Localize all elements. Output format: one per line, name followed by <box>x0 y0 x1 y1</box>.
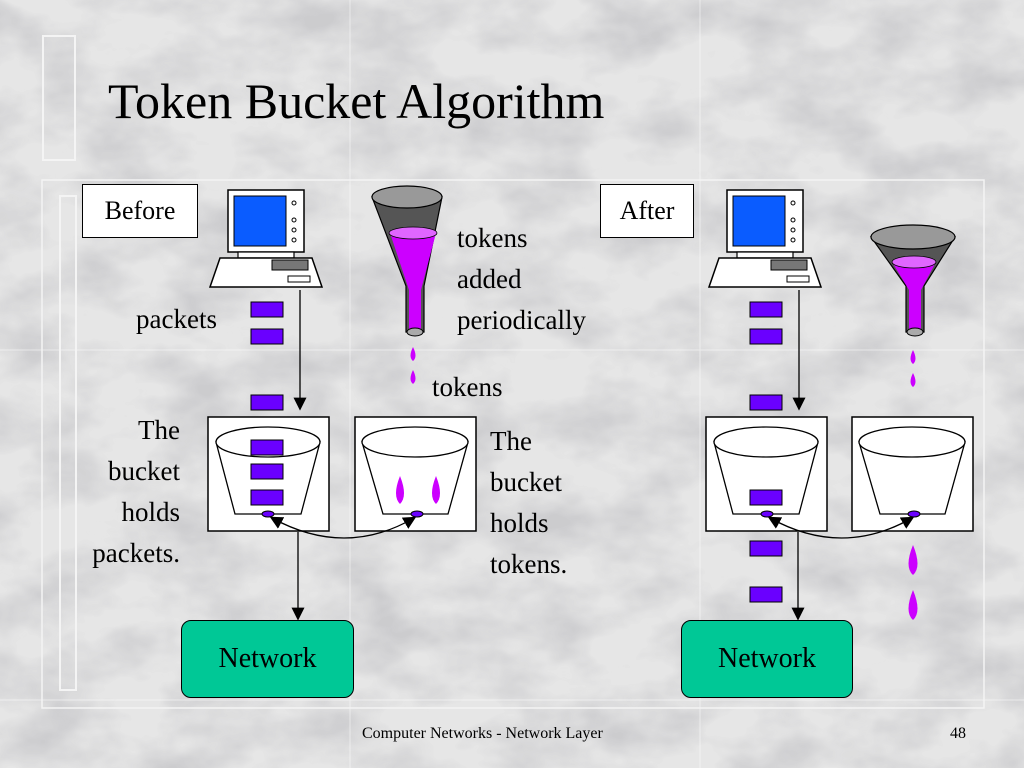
tokens-consumed-after <box>908 545 918 620</box>
packet <box>749 394 783 411</box>
network-box-before: Network <box>181 620 354 698</box>
token-bucket-before <box>361 426 469 518</box>
packet <box>250 301 284 318</box>
packet-queue-before <box>250 301 284 411</box>
packet <box>749 540 783 557</box>
token-funnel-icon-after <box>869 224 957 387</box>
packet-bucket-after <box>713 426 819 518</box>
after-label: After <box>600 184 694 238</box>
tokens-label: tokens <box>432 372 503 402</box>
footer-text: Computer Networks - Network Layer <box>362 725 603 742</box>
token <box>396 476 404 504</box>
token-bucket-after <box>858 426 966 518</box>
packet <box>749 301 783 318</box>
page-number: 48 <box>950 725 966 742</box>
packet <box>250 439 284 456</box>
packet-queue-after <box>749 301 783 411</box>
network-box-after: Network <box>681 620 853 698</box>
packet <box>250 489 284 506</box>
packet <box>749 328 783 345</box>
computer-icon-before <box>208 189 324 288</box>
packets-label: packets <box>136 304 217 334</box>
packet <box>749 489 783 506</box>
packet <box>250 463 284 480</box>
packet <box>250 394 284 411</box>
packet <box>250 328 284 345</box>
tokens-added-label: tokens added periodically <box>457 223 586 335</box>
token <box>432 476 440 504</box>
computer-icon-after <box>707 189 823 288</box>
packet <box>749 586 783 603</box>
token-funnel-icon-before <box>371 185 443 384</box>
bucket-holds-tokens-label: The bucket holds tokens. <box>490 426 568 579</box>
slide-title: Token Bucket Algorithm <box>108 73 605 129</box>
packets-sent-after <box>749 540 783 603</box>
packet-bucket-before <box>215 426 321 518</box>
bucket-holds-packets-label: The bucket holds packets. <box>92 415 180 568</box>
before-label: Before <box>82 184 198 238</box>
